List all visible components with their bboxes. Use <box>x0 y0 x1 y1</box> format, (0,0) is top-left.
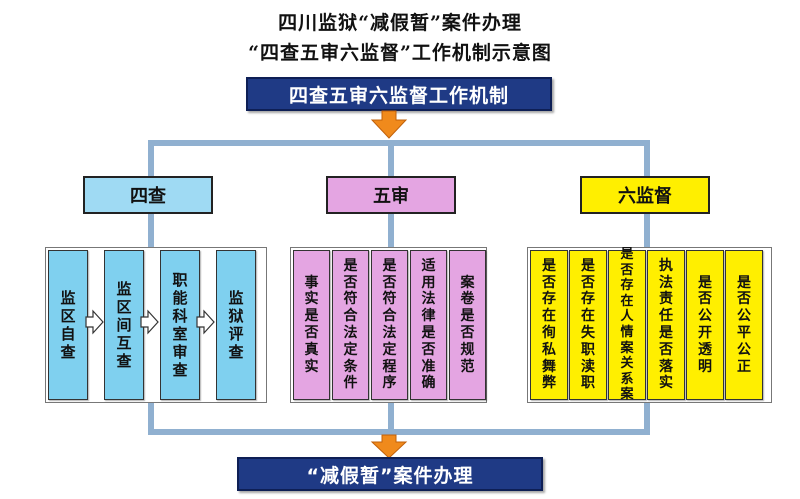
wushen-item: 案卷是否规范 <box>449 250 486 400</box>
connector-line <box>148 429 650 435</box>
diagram-title-line-1: 四川监狱“减假暂”案件办理 <box>278 12 522 34</box>
right-arrow-icon <box>196 309 215 335</box>
wushen-item: 事实是否真实 <box>293 250 330 400</box>
sicha-item: 监狱评查 <box>216 250 256 400</box>
right-arrow-icon <box>140 309 159 335</box>
wushen-item: 适用法律是否准确 <box>410 250 447 400</box>
connector-line <box>644 400 650 434</box>
liujiandu-item: 是否存在徇私舞弊 <box>530 250 568 400</box>
group-head-sicha: 四查 <box>83 176 213 214</box>
group-head-liujiandu: 六监督 <box>580 176 710 214</box>
sicha-item: 监区自查 <box>48 250 88 400</box>
sicha-item: 职能科室审查 <box>160 250 200 400</box>
connector-line <box>148 140 154 178</box>
diagram-title-line-2: “四查五审六监督”工作机制示意图 <box>248 42 552 64</box>
wushen-item: 是否符合法定条件 <box>332 250 369 400</box>
connector-line <box>388 400 394 434</box>
right-arrow-icon <box>85 309 104 335</box>
liujiandu-item: 是否存在失职渎职 <box>569 250 607 400</box>
down-arrow-icon <box>370 434 408 459</box>
mechanism-box: 四查五审六监督工作机制 <box>246 77 552 111</box>
connector-line <box>644 212 650 248</box>
wushen-item: 是否符合法定程序 <box>371 250 408 400</box>
liujiandu-item: 执法责任是否落实 <box>647 250 685 400</box>
case-handling-box: “减假暂”案件办理 <box>237 457 543 491</box>
connector-line <box>148 400 154 434</box>
connector-line <box>148 212 154 248</box>
connector-line <box>388 212 394 248</box>
liujiandu-item: 是否存在人情案关系案 <box>608 247 646 402</box>
liujiandu-item: 是否公开透明 <box>686 250 724 400</box>
down-arrow-icon <box>370 110 408 139</box>
connector-line <box>644 140 650 178</box>
connector-line <box>148 140 650 146</box>
liujiandu-item: 是否公平公正 <box>725 250 763 400</box>
group-head-wushen: 五审 <box>326 176 456 214</box>
connector-line <box>388 140 394 178</box>
